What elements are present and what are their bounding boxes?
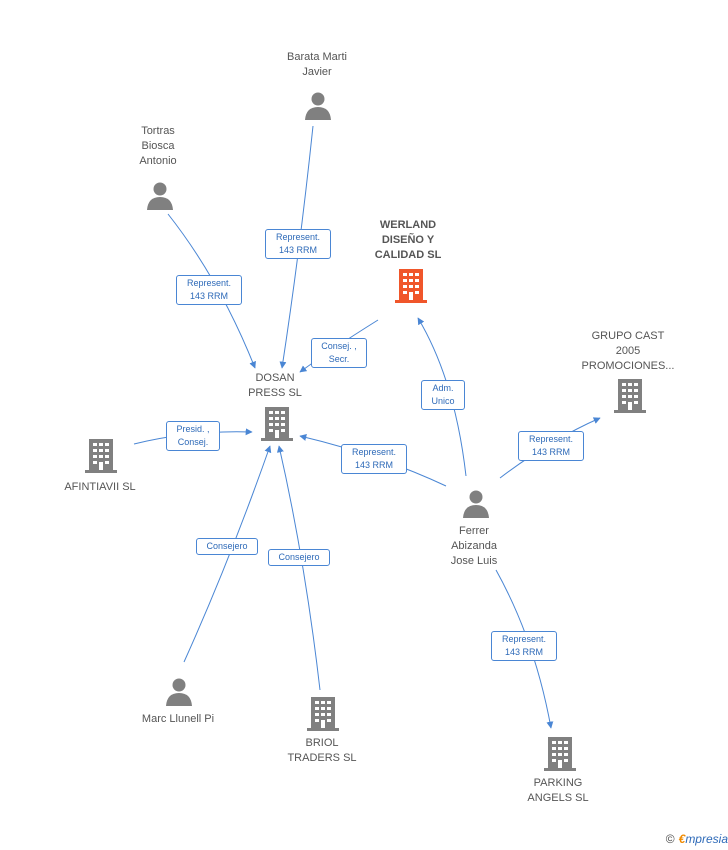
building-icon[interactable] [84, 438, 118, 474]
link-briol-dosan [276, 445, 321, 691]
node-label-grupo[interactable]: GRUPO CAST 2005 PROMOCIONES... [581, 330, 675, 372]
node-label-werland[interactable]: WERLAND DISEÑO Y CALIDAD SL [374, 219, 442, 261]
building-icon[interactable] [394, 268, 428, 304]
node-label-dosan[interactable]: DOSAN PRESS SL [248, 372, 302, 399]
relation-label-briol-dosan[interactable]: Consejero [268, 549, 330, 566]
copyright-icon: © [665, 832, 675, 846]
relation-label-ferrer-werland[interactable]: Adm. Unico [421, 380, 465, 410]
building-icon[interactable] [306, 696, 340, 732]
relation-label-marc-dosan[interactable]: Consejero [196, 538, 258, 555]
relation-label-ferrer-grupo[interactable]: Represent. 143 RRM [518, 431, 584, 461]
relation-label-ferrer-dosan[interactable]: Represent. 143 RRM [341, 444, 407, 474]
node-label-marc[interactable]: Marc Llunell Pi [141, 713, 215, 725]
building-icon[interactable] [260, 406, 294, 442]
relation-label-barata-dosan[interactable]: Represent. 143 RRM [265, 229, 331, 259]
node-label-barata[interactable]: Barata Marti Javier [287, 51, 347, 78]
relation-label-afintia-dosan[interactable]: Presid. , Consej. [166, 421, 220, 451]
relation-label-tortras-dosan[interactable]: Represent. 143 RRM [176, 275, 242, 305]
node-label-tortras[interactable]: Tortras Biosca Antonio [139, 125, 177, 167]
relation-label-ferrer-parking[interactable]: Represent. 143 RRM [491, 631, 557, 661]
person-icon[interactable] [164, 676, 194, 706]
brand-logo-text: mpresia [685, 832, 728, 846]
relation-label-werland-dosan[interactable]: Consej. , Secr. [311, 338, 367, 368]
person-icon[interactable] [145, 180, 175, 210]
node-label-parking[interactable]: PARKING ANGELS SL [527, 777, 589, 804]
brand-logo-letter: € [678, 832, 686, 846]
person-icon[interactable] [303, 90, 333, 120]
person-icon[interactable] [461, 488, 491, 518]
node-label-briol[interactable]: BRIOL TRADERS SL [287, 737, 357, 764]
building-icon[interactable] [613, 378, 647, 414]
node-label-ferrer[interactable]: Ferrer Abizanda Jose Luis [450, 525, 498, 567]
brand-footer[interactable]: ©€mpresia [666, 832, 728, 846]
building-icon[interactable] [543, 736, 577, 772]
link-marc-dosan [183, 445, 272, 663]
node-label-afintia[interactable]: AFINTIAVII SL [64, 481, 136, 493]
